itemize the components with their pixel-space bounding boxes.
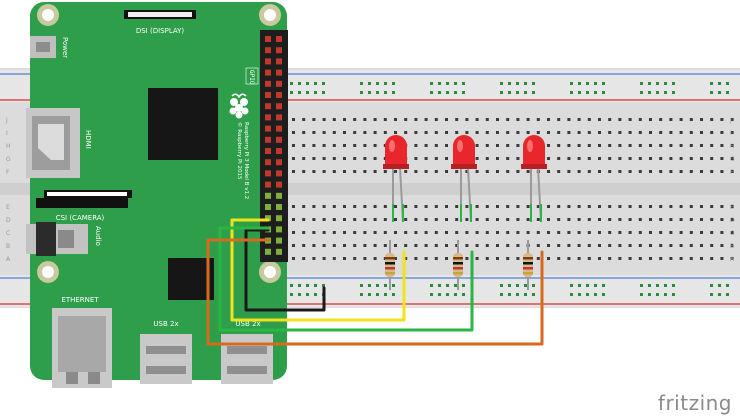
ethernet-label: ETHERNET bbox=[61, 296, 99, 304]
row-letter: B bbox=[6, 243, 10, 250]
model-label: Raspberry Pi 3 Model B v1.2 bbox=[243, 122, 249, 199]
gpio-pin bbox=[276, 226, 282, 233]
row-letter: F bbox=[730, 169, 734, 176]
led-2 bbox=[451, 135, 477, 223]
gpio-pin bbox=[276, 47, 282, 54]
led-array bbox=[383, 135, 547, 290]
wires bbox=[206, 218, 544, 346]
gpio-pin bbox=[276, 136, 282, 143]
row-letter: J bbox=[729, 117, 732, 124]
row-letter: F bbox=[6, 169, 10, 176]
gpio-pin bbox=[276, 170, 282, 177]
hdmi-label: HDMI bbox=[84, 130, 92, 149]
row-letter: E bbox=[6, 204, 10, 211]
gpio-pin bbox=[265, 114, 271, 121]
usb2-label: USB 2x bbox=[235, 320, 260, 328]
row-letter: J bbox=[5, 117, 8, 124]
gpio-pin bbox=[276, 237, 282, 244]
row-letter: I bbox=[6, 130, 8, 137]
resistor-3 bbox=[523, 240, 533, 290]
gpio-pin bbox=[276, 204, 282, 210]
gpio-pin bbox=[265, 181, 271, 188]
gpio-pin bbox=[276, 125, 282, 132]
row-letter: G bbox=[6, 156, 11, 163]
gpio-label: GPIO bbox=[248, 70, 255, 85]
gpio-pin bbox=[276, 181, 282, 188]
fritzing-watermark: fritzing bbox=[657, 391, 732, 415]
row-letter: B bbox=[730, 243, 734, 250]
row-letter: C bbox=[730, 230, 734, 237]
gpio-pin bbox=[276, 58, 282, 65]
gpio-pin bbox=[265, 148, 271, 154]
gpio-pin bbox=[265, 170, 271, 177]
gpio-pin bbox=[265, 248, 271, 255]
gpio-pin bbox=[265, 103, 271, 110]
audio-label: Audio bbox=[94, 226, 102, 246]
wire-green bbox=[218, 226, 474, 332]
row-letter: G bbox=[730, 156, 735, 163]
gpio-pin bbox=[265, 159, 271, 166]
gpio-pin bbox=[265, 192, 271, 199]
led-1 bbox=[383, 135, 409, 223]
row-letter: D bbox=[730, 217, 735, 224]
usb-port-2 bbox=[221, 334, 273, 384]
gpio-pin bbox=[276, 248, 282, 255]
gpio-pin bbox=[265, 80, 271, 87]
audio-jack bbox=[26, 224, 88, 254]
breadboard-holes bbox=[290, 82, 734, 296]
gpio-pin bbox=[265, 215, 271, 222]
gpio-pin bbox=[265, 36, 271, 42]
gpio-pin bbox=[276, 92, 282, 98]
row-letter: H bbox=[730, 143, 735, 150]
copyright-label: © Raspberry Pi 2015 bbox=[236, 122, 243, 180]
gpio-header bbox=[260, 30, 288, 262]
gpio-pin bbox=[276, 114, 282, 121]
dsi-label: DSI (DISPLAY) bbox=[136, 27, 185, 35]
gpio-pin bbox=[276, 192, 282, 199]
row-letter: E bbox=[730, 204, 734, 211]
wire-orange bbox=[206, 238, 544, 346]
row-letter: D bbox=[6, 217, 11, 224]
resistor-2 bbox=[453, 240, 463, 290]
csi-label: CSI (CAMERA) bbox=[56, 214, 105, 222]
gpio-pin bbox=[265, 92, 271, 98]
usb-controller-chip bbox=[168, 258, 214, 300]
soc-chip bbox=[148, 88, 218, 160]
row-letter: I bbox=[730, 130, 732, 137]
gpio-pin bbox=[265, 204, 271, 210]
resistor-1 bbox=[385, 240, 395, 290]
gpio-pin bbox=[276, 36, 282, 42]
gpio-pin bbox=[265, 58, 271, 65]
raspberry-pi-board: Power DSI (DISPLAY) HDMI Raspberry Pi 3 … bbox=[26, 2, 288, 388]
usb1-label: USB 2x bbox=[153, 320, 178, 328]
gpio-pin bbox=[276, 69, 282, 76]
gpio-pin bbox=[276, 148, 282, 154]
wire-yellow bbox=[230, 218, 406, 322]
gpio-pin bbox=[265, 125, 271, 132]
gpio-pin bbox=[265, 69, 271, 76]
gpio-pin bbox=[265, 47, 271, 54]
led-3 bbox=[521, 135, 547, 223]
wire-black-ground bbox=[244, 228, 326, 312]
row-letter: A bbox=[6, 256, 11, 263]
usb-port-1 bbox=[140, 334, 192, 384]
row-letter: C bbox=[6, 230, 10, 237]
gpio-pin bbox=[276, 215, 282, 222]
raspberry-logo-icon bbox=[229, 93, 249, 119]
row-letter: A bbox=[730, 256, 735, 263]
row-letter: H bbox=[6, 143, 11, 150]
gpio-pin bbox=[276, 103, 282, 110]
gpio-pin bbox=[265, 136, 271, 143]
gpio-pin bbox=[276, 80, 282, 87]
power-label: Power bbox=[61, 37, 69, 58]
gpio-pin bbox=[276, 159, 282, 166]
